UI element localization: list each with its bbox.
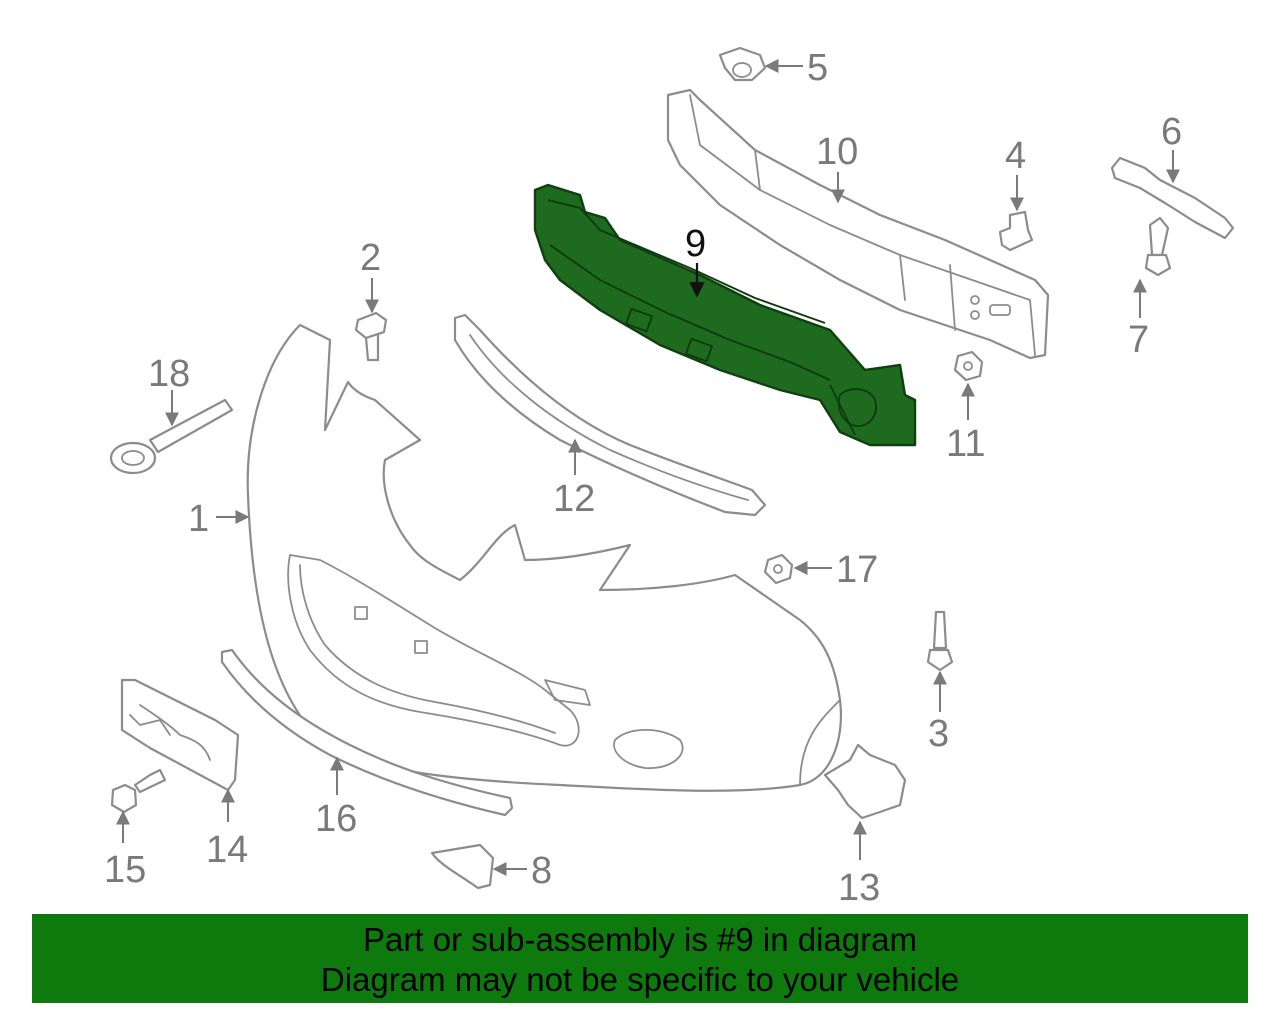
- callout-13: 13: [838, 867, 880, 905]
- part-15-bolt: [110, 768, 167, 814]
- callout-14: 14: [206, 829, 248, 871]
- part-8-cover: [430, 843, 495, 890]
- part-7-bolt: [1144, 216, 1172, 277]
- notice-line-disclaimer: Diagram may not be specific to your vehi…: [320, 961, 960, 998]
- callout-18: 18: [148, 353, 190, 395]
- callout-17: 17: [836, 549, 878, 591]
- callout-6: 6: [1161, 111, 1182, 153]
- callout-2: 2: [360, 237, 381, 279]
- part-5-sensor: [718, 46, 767, 82]
- parts-diagram: 1 2 3 4 5 6 7 8 9 10 11 12 13 14 15 16 1…: [104, 46, 1235, 905]
- part-13-bracket: [823, 743, 907, 820]
- callout-15: 15: [104, 849, 146, 891]
- part-6-bracket-strip: [1110, 156, 1235, 240]
- callout-4: 4: [1005, 135, 1026, 177]
- part-12-lower-beam: [453, 313, 767, 517]
- callout-16: 16: [315, 798, 357, 840]
- part-10-absorber: [666, 88, 1050, 360]
- part-4-clip: [998, 210, 1034, 252]
- callout-9: 9: [685, 223, 706, 265]
- callout-12: 12: [553, 478, 595, 520]
- part-17-nut: [763, 553, 794, 585]
- callout-8: 8: [531, 850, 552, 892]
- callout-11: 11: [946, 423, 985, 465]
- callout-3: 3: [928, 713, 949, 755]
- notice-line-part: Part or sub-assembly is #9 in diagram: [363, 921, 917, 958]
- part-16-molding-strip: [220, 648, 514, 817]
- callout-5: 5: [807, 47, 828, 89]
- part-1-bumper-cover: [246, 323, 842, 792]
- part-11-nut: [953, 350, 984, 382]
- part-14-bracket: [120, 678, 240, 792]
- part-9-reinforcement-bar: [533, 183, 917, 447]
- callout-1: 1: [188, 498, 209, 540]
- callout-7: 7: [1128, 319, 1149, 361]
- part-18-tow-hook: [109, 398, 234, 475]
- part-3-bolt: [926, 610, 954, 672]
- callout-10: 10: [816, 131, 858, 173]
- notice-banner: Part or sub-assembly is #9 in diagram Di…: [32, 914, 1248, 1003]
- part-2-bolt: [354, 311, 388, 362]
